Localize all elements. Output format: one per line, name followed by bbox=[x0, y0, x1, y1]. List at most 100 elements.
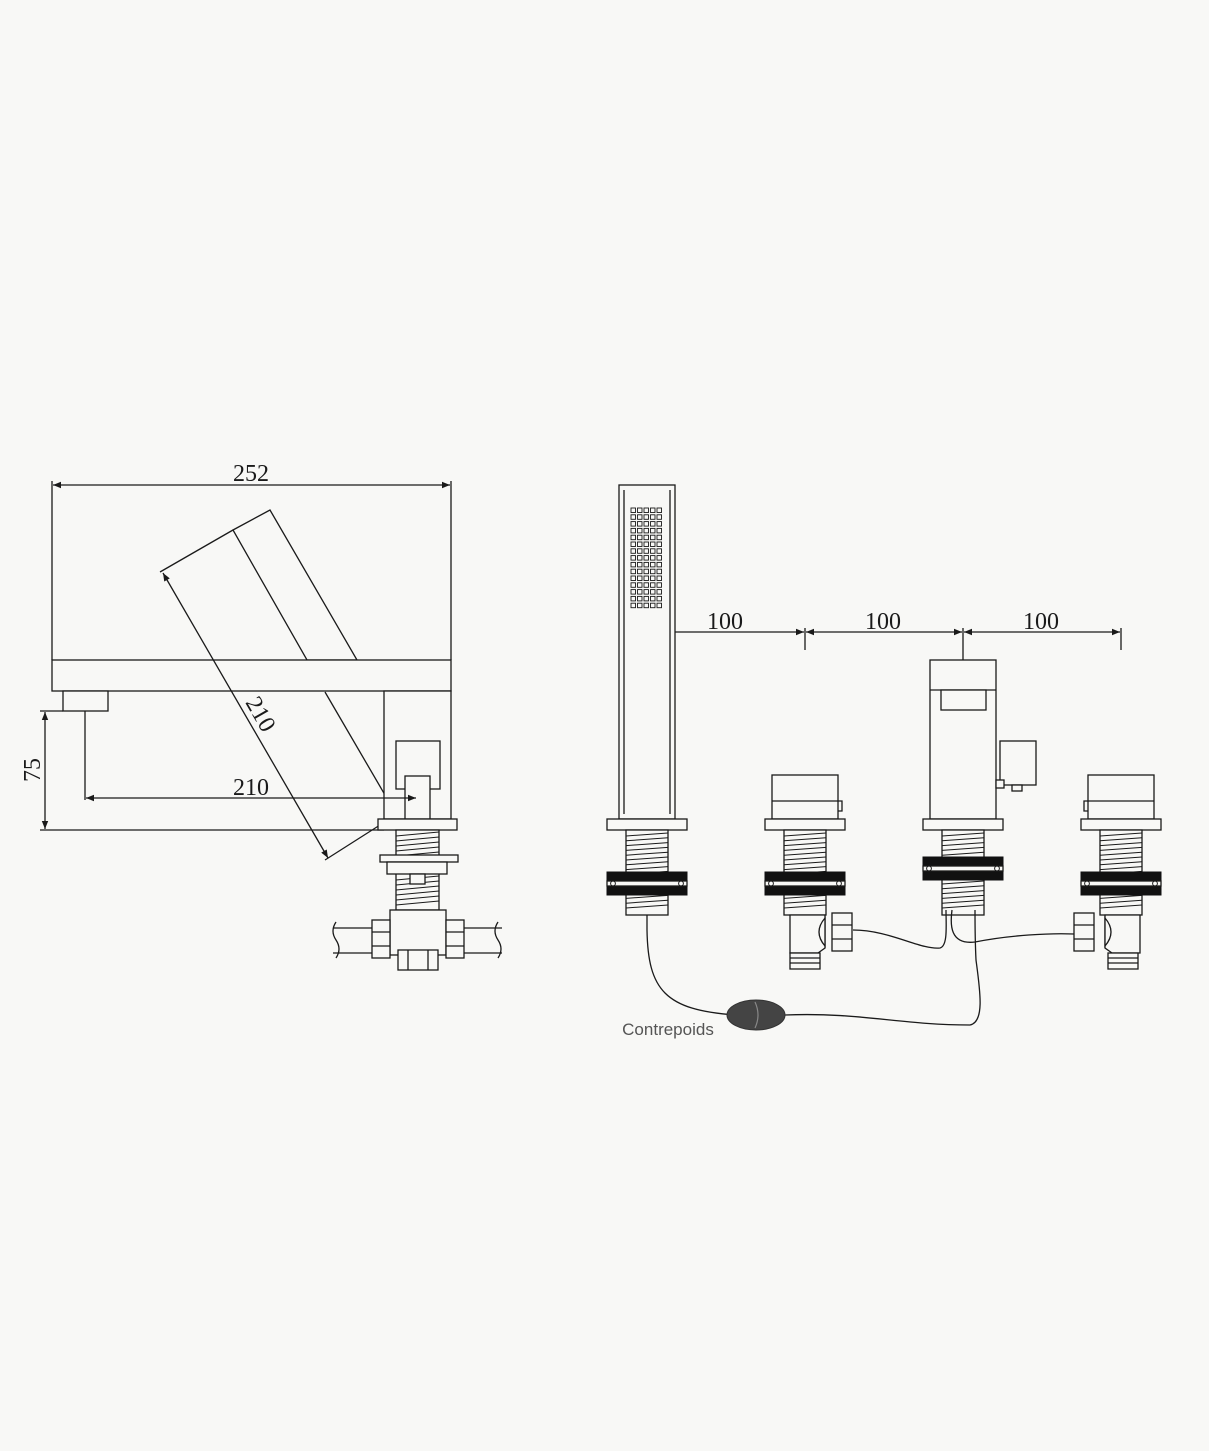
thread-line bbox=[625, 861, 669, 866]
spacer bbox=[764, 880, 846, 887]
thread-line bbox=[941, 837, 985, 842]
side-handshower bbox=[232, 509, 386, 796]
thread-line bbox=[941, 846, 985, 851]
spray-nozzle bbox=[650, 548, 656, 554]
spray-nozzle bbox=[650, 568, 656, 575]
spray-nozzle bbox=[650, 561, 656, 568]
thread-line bbox=[783, 861, 827, 866]
spray-nozzle bbox=[630, 507, 636, 513]
deck-assembly bbox=[1080, 818, 1162, 916]
spray-nozzle bbox=[637, 568, 643, 575]
thread-line bbox=[941, 890, 985, 895]
thread-line bbox=[1099, 842, 1143, 847]
spray-nozzle bbox=[637, 548, 643, 554]
spacer bbox=[922, 865, 1004, 872]
washer bbox=[1080, 871, 1162, 882]
thread-line bbox=[783, 904, 827, 909]
thread-line bbox=[625, 832, 669, 837]
spout-outlet bbox=[62, 690, 109, 712]
spray-nozzle bbox=[643, 561, 649, 568]
spray-nozzle bbox=[656, 555, 662, 561]
bolt-icon bbox=[1084, 880, 1090, 887]
washer bbox=[922, 870, 1004, 881]
spray-nozzle bbox=[650, 534, 656, 541]
spray-nozzle bbox=[650, 527, 656, 534]
spout-top-bar bbox=[51, 659, 452, 692]
dimension-spacings: 100 100 100 bbox=[646, 609, 1122, 660]
spray-nozzle bbox=[650, 555, 656, 561]
spray-nozzle bbox=[630, 555, 636, 561]
deck-assembly bbox=[922, 818, 1004, 916]
spray-nozzle bbox=[650, 602, 656, 609]
spray-nozzle bbox=[656, 582, 662, 588]
thread-line bbox=[1099, 861, 1143, 866]
dim-overall-width-label: 252 bbox=[233, 461, 269, 487]
spray-nozzle bbox=[637, 561, 643, 568]
spray-nozzle bbox=[656, 589, 662, 595]
spray-nozzle bbox=[630, 589, 636, 595]
dim-spacing-3-label: 100 bbox=[1023, 609, 1059, 635]
thread-line bbox=[941, 832, 985, 837]
spray-nozzle bbox=[643, 555, 649, 561]
spray-nozzle bbox=[630, 534, 636, 541]
thread-line bbox=[941, 904, 985, 909]
thread-line bbox=[783, 846, 827, 851]
spray-nozzle bbox=[650, 595, 656, 602]
dimension-height: 75 bbox=[20, 710, 384, 831]
dim-spout-diagonal-label: 210 bbox=[240, 692, 281, 736]
thread-line bbox=[941, 885, 985, 890]
thread-line bbox=[941, 894, 985, 899]
deck-mount-assemblies bbox=[606, 818, 1162, 916]
spray-nozzle bbox=[656, 561, 662, 568]
thread-line bbox=[1099, 846, 1143, 851]
spray-nozzle bbox=[656, 534, 662, 541]
thread-line bbox=[625, 856, 669, 861]
spray-nozzle bbox=[643, 527, 649, 534]
front-valve-right-head bbox=[1083, 774, 1155, 820]
spray-nozzle bbox=[637, 555, 643, 561]
spray-nozzle bbox=[643, 514, 649, 520]
deck-assembly bbox=[606, 818, 688, 916]
counterweight: Contrepoids bbox=[622, 999, 786, 1039]
spray-nozzle bbox=[637, 589, 643, 595]
front-right-angle-valve bbox=[1073, 912, 1141, 970]
thread-line bbox=[783, 899, 827, 904]
spray-nozzle bbox=[656, 595, 662, 602]
dimension-reach: 210 bbox=[84, 711, 416, 802]
spray-nozzle bbox=[650, 541, 656, 547]
bolt-icon bbox=[678, 880, 684, 887]
spray-nozzle bbox=[656, 541, 662, 547]
spray-nozzle bbox=[637, 575, 643, 581]
spray-nozzle bbox=[630, 602, 636, 609]
thread-line bbox=[625, 842, 669, 847]
thread-line bbox=[1099, 832, 1143, 837]
spray-nozzle bbox=[637, 534, 643, 541]
thread-line bbox=[1099, 866, 1143, 871]
counterweight-label: Contrepoids bbox=[622, 1020, 714, 1039]
thread-line bbox=[1099, 851, 1143, 856]
thread-line bbox=[783, 837, 827, 842]
spray-nozzle bbox=[630, 568, 636, 575]
thread-line bbox=[783, 866, 827, 871]
washer bbox=[922, 856, 1004, 867]
front-left-angle-valve bbox=[789, 912, 853, 970]
spray-nozzle bbox=[643, 575, 649, 581]
washer bbox=[1080, 885, 1162, 896]
thread-line bbox=[1099, 837, 1143, 842]
spray-nozzle bbox=[643, 595, 649, 602]
thread-line bbox=[941, 851, 985, 856]
bolt-icon bbox=[768, 880, 774, 887]
spray-nozzle bbox=[630, 521, 636, 527]
spray-nozzle bbox=[630, 514, 636, 520]
side-nut bbox=[386, 861, 448, 875]
thread-line bbox=[941, 842, 985, 847]
thread-line bbox=[625, 837, 669, 842]
spray-nozzle bbox=[643, 507, 649, 513]
thread-line bbox=[941, 899, 985, 904]
thread-line bbox=[1099, 856, 1143, 861]
base-plate bbox=[922, 818, 1004, 831]
thread-line bbox=[941, 880, 985, 885]
spray-nozzle bbox=[643, 548, 649, 554]
thread-line bbox=[625, 894, 669, 899]
spray-nozzle bbox=[630, 541, 636, 547]
